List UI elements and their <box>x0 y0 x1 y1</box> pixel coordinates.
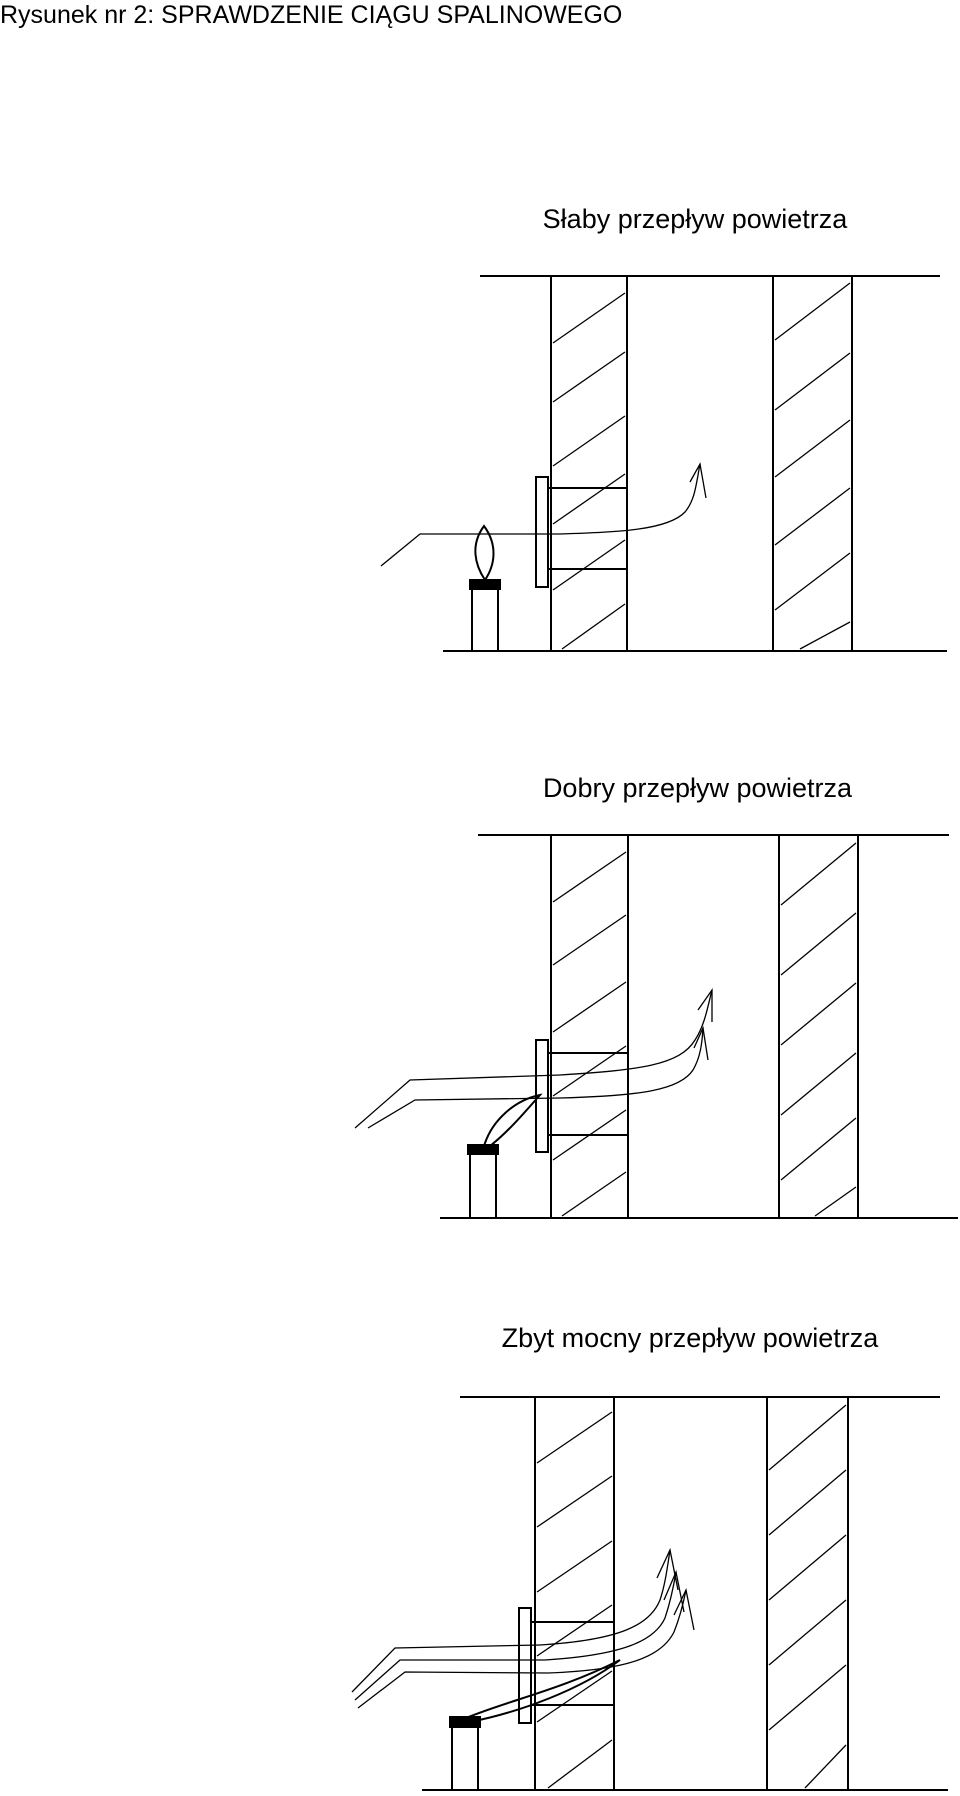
panel-strong-caption: Zbyt mocny przepływ powietrza <box>501 1323 879 1353</box>
candle <box>467 1093 543 1219</box>
candle <box>469 524 501 652</box>
chimney-walls <box>422 1396 948 1791</box>
panel-weak-caption: Słaby przepływ powietrza <box>542 204 848 234</box>
wall-hatching-left <box>552 851 627 1217</box>
panel-good-caption: Dobry przepływ powietrza <box>542 773 853 803</box>
chimney-walls <box>443 275 947 652</box>
wall-hatching-left <box>552 292 626 650</box>
page-title: Rysunek nr 2: SPRAWDZENIE CIĄGU SPALINOW… <box>0 1 623 29</box>
airflow-arrows <box>351 1547 695 1709</box>
airflow-arrows <box>354 987 713 1129</box>
flue-pipe <box>535 476 627 588</box>
flue-pipe <box>518 1607 614 1724</box>
wall-hatching-right <box>768 1404 847 1789</box>
wall-hatching-right <box>774 282 851 650</box>
wall-hatching-left <box>536 1411 613 1789</box>
wall-hatching-right <box>780 842 857 1217</box>
airflow-arrows <box>380 462 707 567</box>
chimney-walls <box>440 834 958 1219</box>
candle <box>449 1659 621 1791</box>
